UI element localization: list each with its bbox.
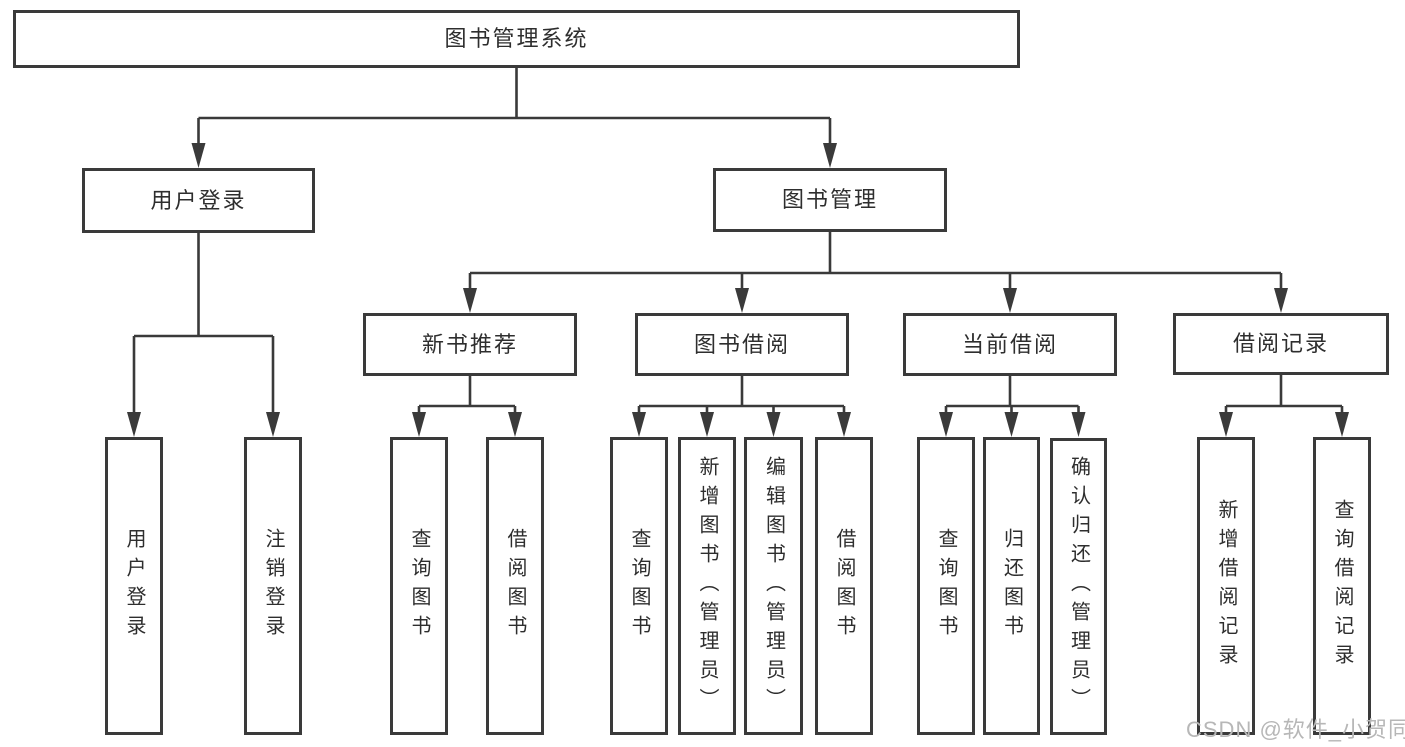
leaf-user-login: 用户登录 bbox=[105, 437, 163, 735]
node-label: 编辑图书（管理员） bbox=[762, 455, 785, 717]
node-label: 图书管理 bbox=[781, 187, 878, 212]
csdn-watermark: CSDN @软件_小贺同学 bbox=[1186, 717, 1405, 742]
leaf-return-books: 归还图书 bbox=[983, 437, 1040, 735]
leaf-query-borrow-record: 查询借阅记录 bbox=[1313, 437, 1371, 735]
connector-new-book-to-leaves bbox=[417, 376, 517, 414]
arrowhead bbox=[508, 412, 522, 437]
leaf-borrow-books-2: 借阅图书 bbox=[815, 437, 873, 735]
arrowhead bbox=[823, 143, 837, 168]
leaf-query-books-3: 查询图书 bbox=[917, 437, 975, 735]
node-label: 归还图书 bbox=[1000, 528, 1023, 644]
arrowheads bbox=[127, 143, 1349, 437]
leaf-confirm-return-admin: 确认归还（管理员） bbox=[1050, 438, 1107, 735]
arrowhead bbox=[735, 288, 749, 313]
connector-book-borrow-to-leaves bbox=[637, 376, 846, 414]
node-current-borrow: 当前借阅 bbox=[903, 313, 1117, 376]
arrowhead bbox=[632, 412, 646, 437]
node-label: 图书借阅 bbox=[693, 331, 790, 357]
leaf-logout: 注销登录 bbox=[244, 437, 302, 735]
node-new-book-recommend: 新书推荐 bbox=[363, 313, 577, 376]
node-label: 借阅记录 bbox=[1232, 331, 1329, 356]
node-label: 用户登录 bbox=[123, 528, 145, 644]
node-library-management-system: 图书管理系统 bbox=[13, 10, 1020, 68]
leaf-borrow-books-1: 借阅图书 bbox=[486, 437, 544, 735]
node-label: 用户登录 bbox=[150, 187, 247, 213]
arrowhead bbox=[939, 412, 953, 437]
node-label: 新增借阅记录 bbox=[1215, 499, 1237, 673]
node-label: 图书管理系统 bbox=[444, 26, 589, 51]
arrowhead bbox=[191, 143, 206, 168]
leaf-edit-books-admin: 编辑图书（管理员） bbox=[744, 437, 803, 735]
node-label: 借阅图书 bbox=[504, 528, 526, 644]
leaf-add-books-admin: 新增图书（管理员） bbox=[678, 437, 736, 735]
leaf-add-borrow-record: 新增借阅记录 bbox=[1197, 437, 1255, 735]
arrowhead bbox=[1004, 412, 1019, 437]
arrowhead bbox=[1335, 412, 1349, 437]
node-label: 查询图书 bbox=[408, 528, 430, 644]
leaf-query-books-1: 查询图书 bbox=[390, 437, 448, 735]
connector-root-to-level2 bbox=[197, 67, 832, 145]
node-label: 注销登录 bbox=[262, 528, 284, 644]
connector-paths bbox=[132, 67, 1344, 414]
node-book-management: 图书管理 bbox=[713, 168, 947, 232]
arrowhead bbox=[266, 412, 280, 437]
node-book-borrow: 图书借阅 bbox=[635, 313, 849, 376]
arrowhead bbox=[837, 412, 851, 437]
arrowhead bbox=[1219, 412, 1233, 437]
arrowhead bbox=[766, 412, 781, 437]
node-label: 新增图书（管理员） bbox=[696, 455, 718, 717]
connector-user-login-to-leaves bbox=[132, 233, 275, 414]
arrowhead bbox=[1274, 288, 1288, 313]
connector-borrow-record-to-leaves bbox=[1224, 375, 1344, 414]
arrowhead bbox=[700, 412, 714, 437]
node-label: 查询图书 bbox=[628, 528, 650, 644]
node-borrow-record: 借阅记录 bbox=[1173, 313, 1389, 375]
node-label: 当前借阅 bbox=[961, 331, 1058, 357]
node-label: 查询借阅记录 bbox=[1331, 499, 1353, 673]
node-label: 查询图书 bbox=[935, 528, 957, 644]
arrowhead bbox=[1003, 288, 1017, 313]
node-label: 确认归还（管理员） bbox=[1067, 456, 1090, 717]
arrowhead bbox=[1071, 412, 1086, 437]
connector-current-borrow-to-leaves bbox=[944, 376, 1080, 414]
arrowhead bbox=[127, 412, 141, 437]
leaf-query-books-2: 查询图书 bbox=[610, 437, 668, 735]
node-label: 新书推荐 bbox=[421, 331, 518, 357]
node-label: 借阅图书 bbox=[833, 528, 855, 644]
arrowhead bbox=[412, 412, 426, 437]
connector-book-mgmt-to-level3 bbox=[468, 232, 1283, 290]
node-user-login: 用户登录 bbox=[82, 168, 315, 233]
arrowhead bbox=[463, 288, 477, 313]
